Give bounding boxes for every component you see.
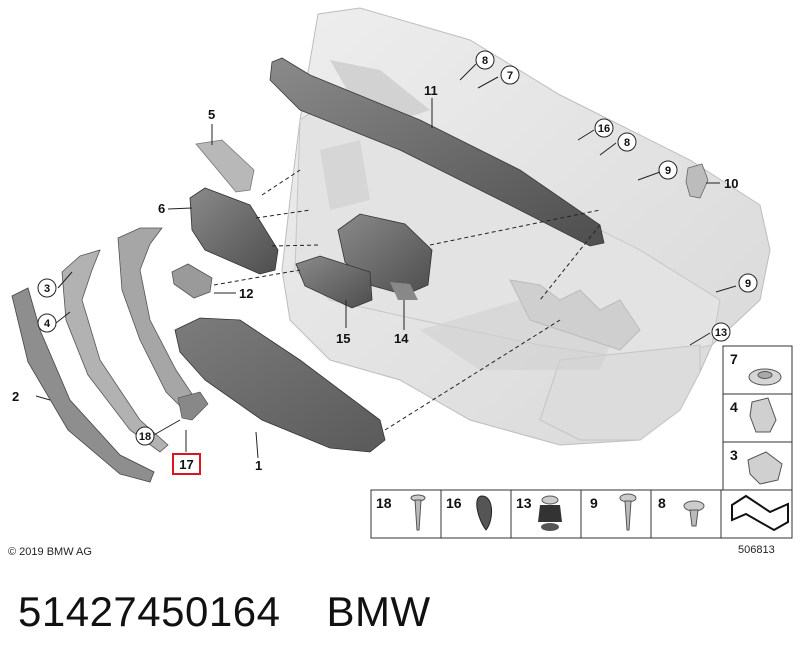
part-caption: 51427450164 BMW [18, 588, 431, 636]
legend-label-4: 4 [730, 399, 738, 415]
leader-lines [35, 63, 737, 459]
callout-14: 14 [394, 331, 409, 346]
legend-icon-4-clip [749, 397, 777, 433]
svg-text:9: 9 [745, 278, 751, 290]
part-10-clip [685, 163, 709, 199]
side-legend: 7 4 3 [722, 345, 793, 491]
legend-label-8: 8 [658, 495, 666, 511]
callout-1: 1 [255, 458, 262, 473]
legend-label-9: 9 [590, 495, 598, 511]
legend-icon-9-screw [619, 493, 637, 531]
part-number: 51427450164 [18, 588, 281, 635]
svg-text:4: 4 [44, 318, 51, 330]
circled-callout-8-top: 8 [475, 50, 495, 70]
svg-text:8: 8 [624, 137, 630, 149]
assembly-guide-lines [213, 169, 601, 431]
part-4-carrier [61, 249, 169, 453]
highlighted-callout-17: 17 [172, 453, 201, 475]
legend-label-16: 16 [446, 495, 462, 511]
callout-11: 11 [424, 83, 438, 98]
legend-icon-13-grommet [538, 495, 562, 531]
circled-callout-8-mid: 8 [617, 132, 637, 152]
legend-icon-16-rivet [476, 495, 492, 531]
callout-15: 15 [336, 331, 350, 346]
svg-text:16: 16 [598, 123, 610, 135]
part-15-storage-tray [295, 255, 373, 309]
image-number: 506813 [738, 544, 775, 556]
svg-text:18: 18 [139, 431, 151, 443]
part-6-cover [189, 187, 279, 275]
svg-text:13: 13 [715, 327, 727, 339]
circled-callout-9-right: 9 [738, 273, 758, 293]
circled-callout-9-top: 9 [658, 160, 678, 180]
circled-callout-16-door: 16 [594, 118, 614, 138]
callout-12: 12 [239, 286, 253, 301]
callout-10: 10 [724, 176, 738, 191]
part-12-bracket [171, 263, 213, 299]
legend-label-18: 18 [376, 495, 392, 511]
circled-callout-4: 4 [37, 313, 57, 333]
part-17-carrier [117, 227, 209, 421]
svg-text:9: 9 [665, 165, 671, 177]
callout-2: 2 [12, 389, 19, 404]
svg-text:17: 17 [179, 457, 193, 472]
copyright-text: © 2019 BMW AG [8, 546, 92, 558]
part-1-armrest [174, 317, 386, 453]
svg-text:7: 7 [507, 70, 513, 82]
circled-callout-7: 7 [500, 65, 520, 85]
svg-text:3: 3 [44, 283, 50, 295]
legend-icon-3-clip [747, 451, 783, 485]
legend-icon-18-screw [410, 494, 426, 531]
brand-name: BMW [326, 588, 431, 635]
part-11-trim-strip [269, 57, 605, 247]
legend-label-3: 3 [730, 447, 738, 463]
circled-callout-13: 13 [711, 322, 731, 342]
legend-label-13: 13 [516, 495, 532, 511]
svg-text:8: 8 [482, 55, 488, 67]
legend-icon-7-nut [748, 368, 782, 386]
part-5-cover-cap [195, 139, 255, 193]
exploded-parts-diagram: 11 5 6 12 10 15 14 2 1 8 7 16 8 9 9 13 3… [8, 7, 793, 558]
callout-6: 6 [158, 201, 165, 216]
circled-callout-18: 18 [135, 426, 155, 446]
legend-label-7: 7 [730, 351, 738, 367]
legend-icon-misc-arrow [731, 494, 789, 532]
callout-5: 5 [208, 107, 215, 122]
bottom-legend: 18 16 13 9 8 [370, 489, 793, 539]
part-2-grab-handle [11, 287, 155, 483]
legend-icon-8-screw [683, 500, 705, 527]
circled-callout-3: 3 [37, 278, 57, 298]
